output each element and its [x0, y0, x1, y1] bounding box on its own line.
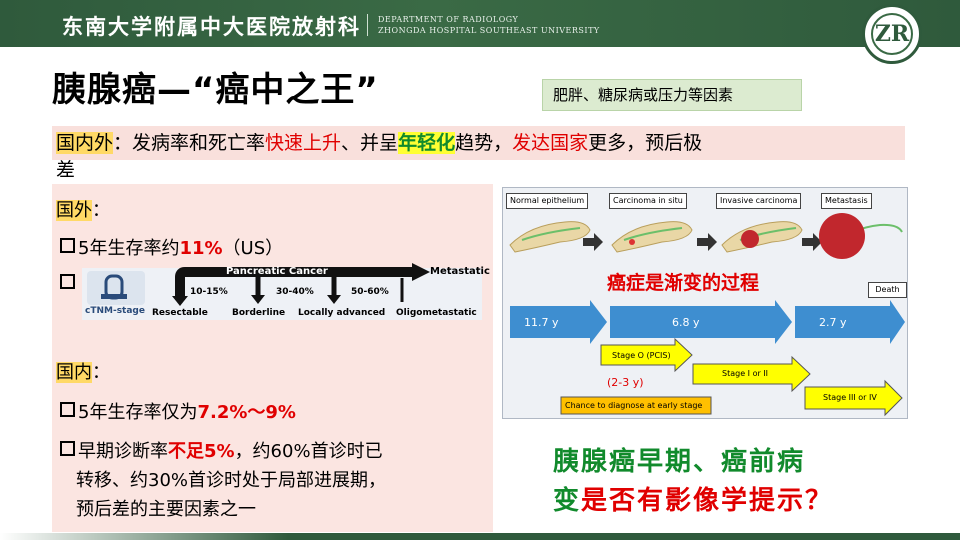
- scanner-glyph-icon: [101, 274, 127, 300]
- abroad-colon: ：: [92, 200, 110, 221]
- summary-younger: 年轻化: [398, 132, 456, 154]
- summary-part3: 、并呈: [341, 132, 399, 154]
- timeline-label-3: 2.7 y: [819, 316, 847, 329]
- timeline-segment-3: [795, 300, 905, 344]
- logo-emblem-icon: ZR: [871, 13, 913, 55]
- stage3-4-label: Stage III or IV: [823, 393, 877, 402]
- pancreas-normal-icon: [509, 221, 591, 253]
- stage1-2-label: Stage I or II: [722, 369, 769, 378]
- checkbox-bullet-icon: [60, 238, 75, 253]
- domestic-early-value: 不足5%: [168, 441, 235, 462]
- imaging-question: 胰腺癌早期、癌前病变是否有影像学提示？: [553, 443, 893, 521]
- checkbox-bullet-icon: [60, 441, 75, 456]
- domestic-early-suffix: ，约60%首诊时已: [234, 441, 383, 462]
- domestic-survival-value: 7.2%～9%: [197, 402, 296, 423]
- department-english: DEPARTMENT OF RADIOLOGY ZHONGDA HOSPITAL…: [378, 14, 600, 36]
- death-label: Death: [868, 282, 907, 298]
- summary-text: 国内外：发病率和死亡率快速上升、并呈年轻化趋势，发达国家更多，预后极差: [56, 130, 901, 184]
- abroad-tag: 国外: [56, 200, 92, 221]
- tnm-oligometastatic: Oligometastatic: [396, 308, 477, 318]
- timeline-segment-1: [510, 300, 607, 344]
- pancreas-invasive-icon: [721, 221, 803, 253]
- header-bar: 东南大学附属中大医院放射科 DEPARTMENT OF RADIOLOGY ZH…: [0, 0, 960, 47]
- domestic-early-prefix: 早期诊断率: [78, 441, 168, 462]
- pancreas-metastasis-icon: [819, 213, 903, 259]
- stage-normal: Normal epithelium: [506, 193, 589, 209]
- risk-factor-callout: 肥胖、糖尿病或压力等因素: [542, 79, 802, 111]
- tnm-pct-advanced: 50-60%: [351, 287, 389, 297]
- stats-panel: [52, 184, 493, 532]
- question-part3: 是否有影像学提示？: [581, 486, 834, 516]
- chance-label: Chance to diagnose at early stage: [565, 401, 703, 410]
- domestic-line2: 转移、约30%首诊时处于局部进展期，: [76, 470, 387, 491]
- summary-rise: 快速上升: [265, 132, 342, 154]
- interval-label: (2-3 y): [607, 376, 644, 389]
- header-divider: [367, 14, 368, 36]
- department-english-line2: ZHONGDA HOSPITAL SOUTHEAST UNIVERSITY: [378, 26, 600, 35]
- hospital-logo: ZR: [862, 4, 922, 64]
- domestic-line3: 预后差的主要因素之一: [76, 499, 256, 520]
- question-part2: 变: [553, 486, 582, 516]
- pancreas-in-situ-icon: [611, 221, 693, 253]
- tnm-pct-borderline: 30-40%: [276, 287, 314, 297]
- stage-metastasis: Metastasis: [821, 193, 872, 209]
- stage-in-situ: Carcinoma in situ: [609, 193, 687, 209]
- timeline-label-1: 11.7 y: [524, 316, 559, 329]
- summary-developed: 发达国家: [512, 132, 589, 154]
- tnm-header: Pancreatic Cancer: [226, 266, 328, 277]
- tnm-resectable: Resectable: [152, 308, 208, 318]
- stage1-2-arrow: [692, 355, 811, 393]
- timeline-segment-2: [610, 300, 792, 344]
- gradual-process-caption: 癌症是渐变的过程: [607, 272, 760, 294]
- abroad-survival-suffix: （US）: [222, 238, 284, 259]
- tnm-pct-resectable: 10-15%: [190, 287, 228, 297]
- domestic-heading: 国内：: [56, 358, 110, 384]
- stage3-4-arrow: [804, 379, 903, 417]
- stage0-arrow: [600, 337, 693, 373]
- summary-part8: 差: [56, 159, 76, 181]
- question-part1: 胰腺癌早期、癌前病: [553, 447, 806, 477]
- institution-name: 东南大学附属中大医院放射科: [62, 14, 361, 39]
- checkbox-bullet-icon: [60, 402, 75, 417]
- stage-invasive: Invasive carcinoma: [716, 193, 802, 209]
- abroad-survival-value: 11%: [179, 238, 223, 259]
- slide-title: 胰腺癌—“癌中之王”: [52, 70, 379, 110]
- summary-part5: 趋势，: [455, 132, 513, 154]
- chance-box: [560, 396, 712, 415]
- tnm-locally-advanced: Locally advanced: [298, 308, 386, 318]
- domestic-tag: 国内: [56, 362, 92, 383]
- stage0-label: Stage O (PCIS): [612, 351, 671, 360]
- tnm-metastatic: Metastatic: [430, 266, 490, 277]
- summary-part7: 更多，预后极: [588, 132, 703, 154]
- abroad-survival-prefix: 5年生存率约: [78, 238, 180, 259]
- domestic-early-diagnosis: 早期诊断率不足5%，约60%首诊时已: [60, 437, 383, 463]
- domestic-colon: ：: [92, 362, 110, 383]
- department-english-line1: DEPARTMENT OF RADIOLOGY: [378, 15, 519, 24]
- summary-tag: 国内外: [56, 132, 114, 154]
- checkbox-bullet-icon: [60, 274, 75, 289]
- domestic-survival: 5年生存率仅为7.2%～9%: [60, 398, 296, 424]
- footer-bar: [0, 533, 960, 540]
- summary-band: [52, 126, 905, 160]
- abroad-heading: 国外：: [56, 196, 110, 222]
- abroad-survival: 5年生存率约11%（US）: [60, 234, 283, 260]
- tnm-stage-label: cTNM-stage: [85, 306, 145, 316]
- tnm-bullet: [60, 274, 78, 295]
- timeline-label-2: 6.8 y: [672, 316, 700, 329]
- tnm-borderline: Borderline: [232, 308, 286, 318]
- summary-part1: ：发病率和死亡率: [113, 132, 266, 154]
- domestic-survival-prefix: 5年生存率仅为: [78, 402, 198, 423]
